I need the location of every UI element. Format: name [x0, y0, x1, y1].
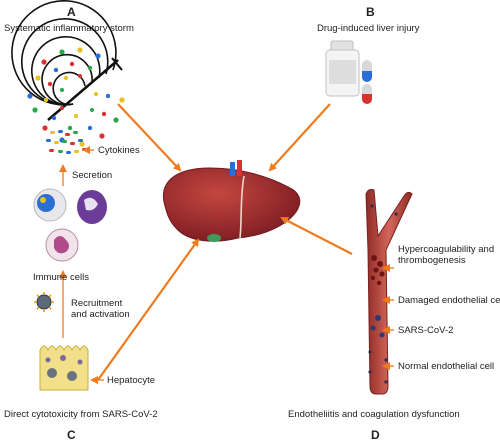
- panel-c-title: Direct cytotoxicity from SARS-CoV-2: [4, 409, 158, 420]
- panel-a-letter: A: [67, 5, 76, 19]
- thrombus-cluster: [370, 255, 385, 286]
- panel-d-leaders: [382, 264, 394, 370]
- hepatocyte-label: Hepatocyte: [107, 375, 156, 386]
- cytokine-storm-spiral: [11, 0, 125, 147]
- normal-endothelial-label: Normal endothelial cell: [398, 361, 495, 372]
- capsule-icon: [362, 60, 372, 104]
- panel-d-title: Endotheliitis and coagulation dysfunctio…: [288, 409, 460, 420]
- immune-cells-label: Immune cells: [33, 272, 89, 283]
- panel-a-title: Systematic inflammatory storm: [4, 23, 134, 34]
- drug-bottle-illustration: [325, 40, 360, 97]
- sars-cov-2-label: SARS-CoV-2: [398, 325, 454, 336]
- endothelial-cells: [368, 204, 398, 384]
- hypercoagulability-label-line1: Hypercoagulability and: [398, 244, 495, 255]
- virus-particle-icon: [34, 292, 54, 312]
- liver-illustration: [162, 160, 301, 242]
- panel-d-letter: D: [371, 428, 380, 442]
- blood-vessel-illustration: [365, 189, 413, 395]
- hypercoagulability-label-line2: thrombogenesis: [398, 255, 466, 266]
- panel-c-letter: C: [67, 428, 76, 442]
- main-arrows: [97, 103, 353, 381]
- hepatocyte-illustration: [39, 345, 89, 391]
- panel-a-leaders: [59, 146, 104, 384]
- immune-cells-illustration: [33, 188, 107, 262]
- recruitment-label-line2: and activation: [71, 309, 130, 320]
- damaged-endothelial-label: Damaged endothelial cell: [398, 295, 500, 306]
- panel-b-title: Drug-induced liver injury: [317, 23, 420, 34]
- cytokine-dots: [27, 47, 125, 147]
- secretion-label: Secretion: [72, 170, 113, 181]
- panel-b-letter: B: [366, 5, 375, 19]
- cytokine-particles: [46, 130, 87, 154]
- cytokines-label: Cytokines: [98, 145, 140, 156]
- recruitment-label-line1: Recruitment: [71, 298, 123, 309]
